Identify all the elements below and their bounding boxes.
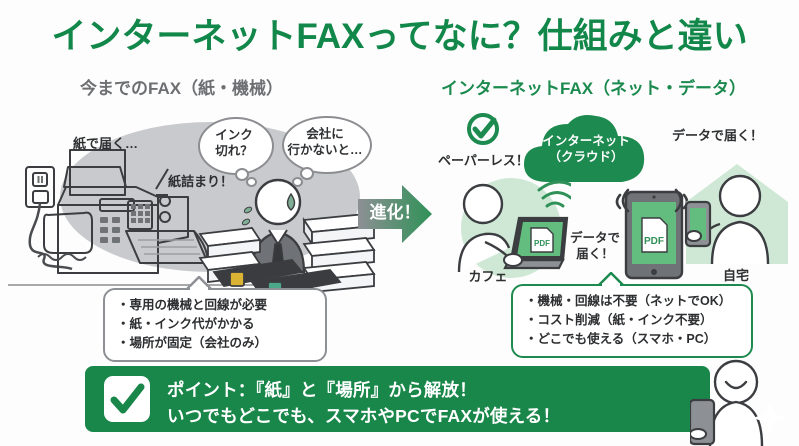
- bubble-ink-out-line1: インク: [215, 128, 253, 142]
- legacy-box-pointer: [186, 276, 212, 290]
- benefit-bullet-0: ・機械・回線は不要（ネットでOK）: [525, 294, 732, 308]
- evolution-arrow-label: 進化！: [369, 203, 421, 222]
- label-paper-jam: 紙詰まり！: [168, 174, 234, 189]
- tablet-device-icon: PDF: [624, 190, 684, 280]
- bubble-ink-out-text: インク 切れ？: [198, 128, 270, 159]
- bubble-must-go-office-text: 会社に 行かないと…: [282, 127, 368, 158]
- cafe-laptop-scene: PDF: [457, 178, 571, 278]
- cloud-line2: （クラウド）: [548, 149, 624, 164]
- section-heading-internet-fax: インターネットFAX（ネット・データ）: [441, 79, 747, 98]
- svg-text:PDF: PDF: [534, 239, 550, 248]
- cloud-line1: インターネット: [542, 134, 630, 148]
- bubble-office-line1: 会社に: [306, 127, 344, 141]
- label-paperless: ペーパーレス！: [438, 153, 529, 168]
- bubble-must-go-office: [282, 116, 372, 174]
- tablet-pdf-label: PDF: [644, 236, 664, 247]
- internet-fax-benefits-box: ・機械・回線は不要（ネットでOK） ・コスト削減（紙・インク不要） ・どこでも使…: [511, 284, 753, 358]
- evolution-arrow-icon: [358, 185, 432, 243]
- bubble-office-line2: 行かないと…: [287, 142, 363, 157]
- bubble-ink-out-dot1: [235, 168, 249, 181]
- section-heading-legacy-fax: 今までのFAX（紙・機械）: [80, 79, 284, 98]
- legacy-fax-drawbacks-box: ・専用の機械と回線が必要 ・紙・インク代がかかる ・場所が固定（会社のみ）: [103, 288, 327, 362]
- benefits-box-pointer: [598, 272, 624, 286]
- label-home: 自宅: [722, 268, 749, 283]
- key-point-banner: ポイント：『紙』と『場所』から解放！ いつでもどこでも、スマホやPCでFAXが使…: [85, 366, 710, 432]
- banner-line2: いつでもどこでも、スマホやPCでFAXが使える！: [167, 406, 561, 426]
- data-arrives-mid-line2: 届く！: [576, 247, 614, 262]
- label-paper-arrives: 紙で届く…: [73, 136, 139, 151]
- legacy-bullet-1: ・紙・インク代がかかる: [117, 317, 255, 331]
- bubble-ink-out-line2: 切れ？: [215, 143, 253, 158]
- paper-jam-pointer-icon: [155, 168, 169, 196]
- bubble-ink-out-dot2: [246, 177, 257, 187]
- check-icon: [110, 383, 145, 414]
- banner-line1: ポイント：『紙』と『場所』から解放！: [167, 380, 477, 400]
- internet-cloud-label: インターネット （クラウド）: [533, 134, 639, 165]
- banner-check-box: [104, 376, 150, 422]
- data-arrives-mid-line1: データで: [569, 231, 620, 245]
- happy-user-with-phone: [690, 359, 788, 446]
- paperless-check-icon: [467, 113, 499, 145]
- page-title: インターネットFAXってなに？仕組みと違い: [51, 17, 748, 56]
- label-cafe: カフェ: [468, 269, 508, 284]
- legacy-bullet-0: ・専用の機械と回線が必要: [117, 298, 268, 312]
- bubble-office-dot2: [292, 177, 303, 187]
- benefit-bullet-2: ・どこでも使える（スマホ・PC）: [525, 332, 717, 346]
- home-smartphone-scene: [684, 164, 788, 265]
- label-data-arrives-top: データで届く！: [672, 128, 764, 143]
- legacy-bullet-2: ・場所が固定（会社のみ）: [117, 336, 268, 350]
- bubble-office-dot1: [300, 167, 314, 180]
- fax-machine-illustration: [8, 149, 258, 286]
- benefit-bullet-1: ・コスト削減（紙・インク不要）: [525, 313, 713, 327]
- paper-stacks-and-office-worker: [198, 178, 376, 297]
- label-data-arrives-mid: データで 届く！: [565, 230, 625, 263]
- wifi-waves-tablet-icon: [615, 188, 630, 213]
- internet-cloud-icon: [524, 115, 645, 182]
